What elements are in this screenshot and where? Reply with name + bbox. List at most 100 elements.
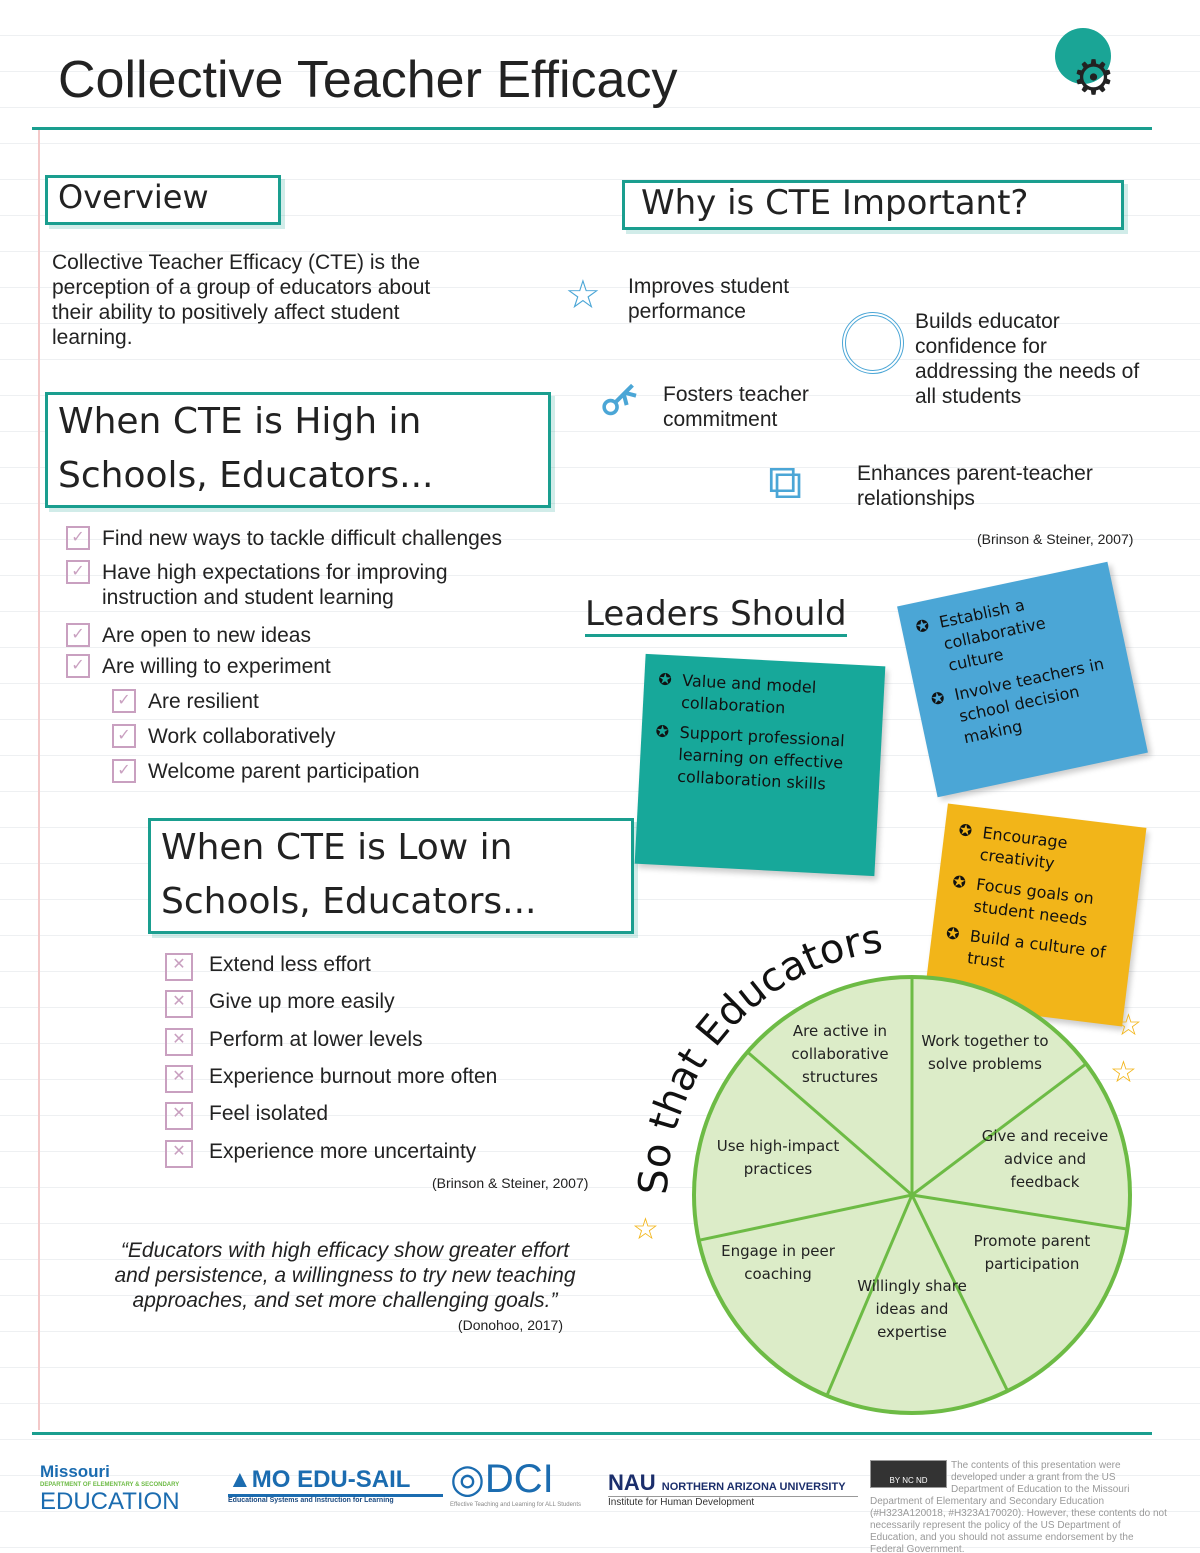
low-list-item: ✕ Perform at lower levels <box>165 1028 423 1056</box>
so-that-educators-textpath: So that Educators <box>631 916 886 1196</box>
pie-slice-label: Work together to solve problems <box>921 1032 1049 1073</box>
leader-action: ✪ Support professional learning on effect… <box>653 721 868 798</box>
high-heading: When CTE is High in Schools, Educators..… <box>45 392 551 508</box>
cc-license-badge: BY NC ND <box>870 1460 947 1488</box>
action-text: Value and model collaboration <box>680 670 817 718</box>
action-text: Encourage creativity <box>978 823 1069 873</box>
item-text: Are open to new ideas <box>102 624 311 647</box>
low-list-item: ✕ Experience more uncertainty <box>165 1140 477 1168</box>
footer-divider <box>32 1432 1152 1435</box>
star-bullet-icon: ✪ <box>655 721 670 742</box>
why-item: Enhances parent-teacher relationships <box>857 462 1093 510</box>
checkbox-checked-icon: ✓ <box>66 654 90 678</box>
high-list-item: ✓ Are willing to experiment <box>66 654 582 679</box>
footer-disclaimer-block: BY NC ND The contents of this presentati… <box>870 1460 1168 1553</box>
item-text: Are willing to experiment <box>102 655 331 678</box>
pie-slice-label: Use high-impact practices <box>716 1137 840 1178</box>
leader-sticky-note: ✪Establish a collaborative culture✪Invol… <box>897 561 1148 798</box>
pie-slice-divider <box>698 1193 913 1242</box>
item-text: Are resilient <box>148 690 259 713</box>
why-item: Improves student performance <box>628 275 790 323</box>
quote-citation: (Donohoo, 2017) <box>457 1317 563 1333</box>
checkbox-crossed-icon: ✕ <box>165 1140 193 1168</box>
hands-gear-icon: ⚙ <box>1072 52 1116 105</box>
shooting-star-icon: ☆ <box>565 273 601 317</box>
star-decoration: ☆ <box>632 1213 659 1246</box>
low-list-item: ✕ Feel isolated <box>165 1102 329 1130</box>
pie-slice-label: Engage in peer coaching <box>721 1242 835 1283</box>
checkbox-checked-icon: ✓ <box>66 526 90 550</box>
checkbox-crossed-icon: ✕ <box>165 1102 193 1130</box>
high-list-item: ✓ Work collaboratively <box>112 724 628 749</box>
item-text: Have high expectations for improving ins… <box>102 561 448 609</box>
star-decoration: ☆ <box>1115 1009 1142 1042</box>
quote-block: “Educators with high efficacy show great… <box>105 1238 585 1333</box>
checkbox-crossed-icon: ✕ <box>165 953 193 981</box>
target-icon <box>842 312 904 374</box>
high-list-item: ✓ Welcome parent participation <box>112 759 628 784</box>
puzzle-icon: ⧉ <box>768 456 803 509</box>
pie-slice-label: Give and receive advice and feedback <box>981 1127 1109 1191</box>
checkbox-checked-icon: ✓ <box>112 689 136 713</box>
pie-slice-label: Promote parent participation <box>973 1232 1091 1273</box>
title-divider <box>32 127 1152 130</box>
checkbox-crossed-icon: ✕ <box>165 1028 193 1056</box>
high-list-item: ✓ Are resilient <box>112 689 628 714</box>
item-text: Experience more uncertainty <box>209 1140 477 1163</box>
star-bullet-icon: ✪ <box>913 615 931 637</box>
checkbox-checked-icon: ✓ <box>66 623 90 647</box>
item-text: Experience burnout more often <box>209 1065 498 1088</box>
so-that-educators-text: So that Educators <box>631 916 886 1196</box>
high-list-item: ✓Find new ways to tackle difficult chall… <box>66 526 582 551</box>
why-item: Builds educator confidence for addressin… <box>915 310 1140 408</box>
high-list-item: ✓ Have high expectations for improving in… <box>66 560 522 610</box>
star-bullet-icon: ✪ <box>657 669 673 690</box>
teal-circle-decoration <box>1055 28 1111 84</box>
star-bullet-icon: ✪ <box>929 687 947 710</box>
item-text: Feel isolated <box>209 1102 329 1125</box>
item-text: Welcome parent participation <box>148 760 420 783</box>
page-title: Collective Teacher Efficacy <box>58 51 678 109</box>
pie-slice-divider <box>825 1194 914 1397</box>
checkbox-checked-icon: ✓ <box>112 759 136 783</box>
low-list-item: ✕ Extend less effort <box>165 953 371 981</box>
overview-text: Collective Teacher Efficacy (CTE) is the… <box>52 251 431 349</box>
star-decoration: ☆ <box>1110 1056 1137 1089</box>
checkbox-checked-icon: ✓ <box>112 724 136 748</box>
low-citation: (Brinson & Steiner, 2007) <box>432 1175 589 1191</box>
checkbox-crossed-icon: ✕ <box>165 1065 193 1093</box>
action-text: Establish a collaborative culture <box>937 595 1048 675</box>
margin-line <box>38 130 40 1430</box>
pie-slice-divider <box>911 1193 1128 1231</box>
pie-slice-label: Are active in collaborative structures <box>791 1022 889 1086</box>
pie-slice-divider <box>911 1062 1088 1197</box>
checkbox-crossed-icon: ✕ <box>165 990 193 1018</box>
leaders-heading: Leaders Should <box>585 594 847 637</box>
item-text: Perform at lower levels <box>209 1028 423 1051</box>
why-citation: (Brinson & Steiner, 2007) <box>977 531 1134 547</box>
so-that-educators-arc: So that Educators <box>631 916 886 1196</box>
key-icon: ⚷ <box>588 367 651 430</box>
overview-heading: Overview <box>45 175 281 225</box>
quote-text: “Educators with high efficacy show great… <box>114 1239 576 1312</box>
leader-sticky-note: ✪ Value and model collaboration ✪ Support p… <box>634 653 886 877</box>
item-text: Work collaboratively <box>148 725 336 748</box>
low-list-item: ✕ Give up more easily <box>165 990 395 1018</box>
low-list-item: ✕ Experience burnout more often <box>165 1065 498 1093</box>
high-list-item: ✓ Are open to new ideas <box>66 623 582 648</box>
footer-disclaimer: The contents of this presentation were d… <box>870 1460 1167 1553</box>
item-text: Give up more easily <box>209 990 395 1013</box>
checkbox-checked-icon: ✓ <box>66 560 90 584</box>
why-item: Fosters teacher commitment <box>663 383 809 431</box>
action-text: Support professional learning on effecti… <box>676 722 846 794</box>
leader-action: ✪ Value and model collaboration <box>657 669 871 724</box>
star-bullet-icon: ✪ <box>957 820 974 841</box>
item-text: Extend less effort <box>209 953 371 976</box>
pie-slice-divider <box>746 1050 913 1197</box>
